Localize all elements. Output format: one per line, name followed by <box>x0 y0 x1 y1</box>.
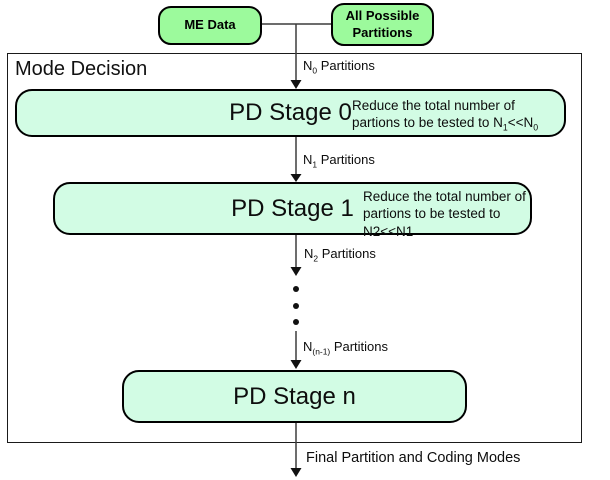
label-rest: Partitions <box>330 339 389 354</box>
label-rest: Partitions <box>317 152 375 167</box>
label-final-output: Final Partition and Coding Modes <box>306 450 521 466</box>
ellipsis-dot <box>293 303 299 309</box>
label-base: N <box>303 339 313 354</box>
note-text: Reduce the total number of partions to b… <box>352 98 515 131</box>
arrowhead-nn1 <box>290 360 302 369</box>
pd-stage-0-title: PD Stage 0 <box>229 99 352 126</box>
label-subscript: 1 <box>312 159 318 170</box>
label-n2-partitions: N2 Partitions <box>304 246 376 264</box>
label-n0-partitions: N0 Partitions <box>303 58 375 76</box>
label-subscript: 0 <box>312 65 318 76</box>
arrowhead-n0 <box>290 80 302 89</box>
label-subscript: 2 <box>313 253 319 264</box>
label-base: N <box>303 152 313 167</box>
all-possible-partitions-box: All Possible Partitions <box>331 3 434 46</box>
label-rest: Partitions <box>317 58 375 73</box>
pd-stage-n-box: PD Stage n <box>122 370 467 423</box>
pd-stage-1-title: PD Stage 1 <box>231 194 354 222</box>
label-subscript: (n-1) <box>312 346 331 357</box>
pd-stage-0-note: Reduce the total number of partions to b… <box>352 97 566 132</box>
mode-decision-container <box>7 53 582 443</box>
arrowhead-final <box>290 468 302 477</box>
label-base: N <box>303 58 313 73</box>
label-rest: Partitions <box>318 246 376 261</box>
note-subscript: 0 <box>533 122 539 133</box>
arrowhead-n1 <box>290 174 302 182</box>
note-text: Reduce the total number of partions to b… <box>363 189 526 239</box>
arrowhead-n2 <box>290 267 302 276</box>
pd-stage-0-box: PD Stage 0 Reduce the total number of pa… <box>15 89 566 137</box>
label-base: N <box>304 246 314 261</box>
wire-group <box>262 23 331 468</box>
note-text: <<N <box>507 115 534 131</box>
label-n1-partitions: N1 Partitions <box>303 152 375 170</box>
me-data-box: ME Data <box>158 6 262 45</box>
pd-stage-1-box: PD Stage 1 Reduce the total number of pa… <box>53 182 532 239</box>
pd-stage-n-title: PD Stage n <box>233 382 356 410</box>
label-nn1-partitions: N(n-1) Partitions <box>303 339 389 357</box>
mode-decision-title: Mode Decision <box>15 58 148 80</box>
note-subscript: 1 <box>502 122 508 133</box>
me-data-label: ME Data <box>184 17 236 33</box>
ellipsis-dot <box>293 319 299 325</box>
arrowhead-group <box>290 80 302 477</box>
pd-stage-1-note: Reduce the total number of partions to b… <box>363 188 537 240</box>
ellipsis-dot <box>293 286 299 292</box>
all-possible-partitions-label: All Possible Partitions <box>345 8 420 40</box>
